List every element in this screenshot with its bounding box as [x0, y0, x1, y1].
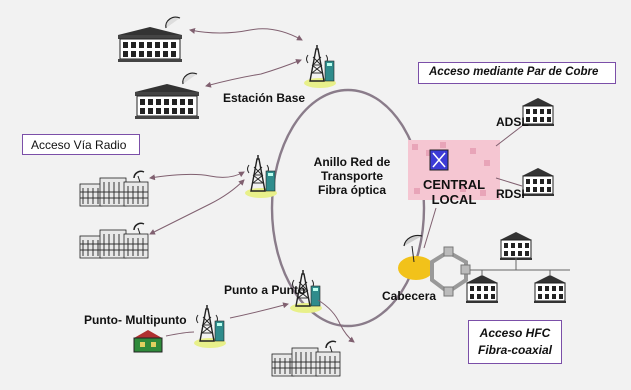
antenna-tower-icon	[244, 154, 278, 199]
office-building-icon	[79, 170, 149, 207]
acceso-par-cobre-box: Acceso mediante Par de Cobre	[418, 62, 616, 84]
building-icon	[117, 26, 183, 63]
house-icon	[465, 274, 499, 304]
anillo-line-1: Anillo Red de	[313, 155, 391, 169]
punto-a-punto-label: Punto a Punto	[224, 283, 306, 297]
radio-links	[149, 28, 355, 343]
antenna-tower-icon	[193, 304, 227, 349]
anillo-label: Anillo Red de Transporte Fibra óptica	[312, 155, 392, 197]
adsl-label: ADSL	[496, 115, 529, 129]
green-house-icon	[133, 330, 163, 353]
satellite-dish-icon	[165, 16, 198, 85]
acceso-hfc-box: Acceso HFC Fibra-coaxial	[468, 320, 562, 364]
estacion-base-label: Estación Base	[223, 91, 306, 105]
cabecera-label: Cabecera	[382, 289, 437, 303]
acceso-par-cobre-label: Acceso mediante Par de Cobre	[429, 66, 599, 78]
central-local-label: CENTRAL LOCAL	[412, 177, 496, 208]
building-icon	[134, 83, 200, 120]
acceso-via-radio-label: Acceso Vía Radio	[31, 138, 127, 152]
central-line-1: CENTRAL	[422, 177, 486, 192]
rdsi-label: RDSI	[496, 187, 525, 201]
house-icon	[499, 231, 533, 261]
acceso-via-radio-box: Acceso Vía Radio	[22, 134, 140, 155]
antenna-tower-icon	[303, 44, 337, 89]
central-local-node	[408, 140, 500, 200]
cable-node-icon	[443, 246, 471, 297]
office-building-icon	[271, 340, 341, 377]
transport-ring	[270, 88, 426, 328]
punto-multipunto-label: Punto- Multipunto	[84, 313, 187, 327]
anillo-line-3: Fibra óptica	[317, 182, 386, 197]
house-icon	[521, 167, 555, 197]
central-line-2: LOCAL	[431, 191, 477, 207]
acceso-hfc-line-2: Fibra-coaxial	[477, 343, 553, 358]
office-building-icon	[79, 222, 149, 259]
acceso-hfc-line-1: Acceso HFC	[479, 326, 551, 340]
cabecera-dish-icon	[398, 234, 434, 280]
house-icon	[533, 274, 567, 304]
anillo-line-2: Transporte	[320, 168, 383, 183]
